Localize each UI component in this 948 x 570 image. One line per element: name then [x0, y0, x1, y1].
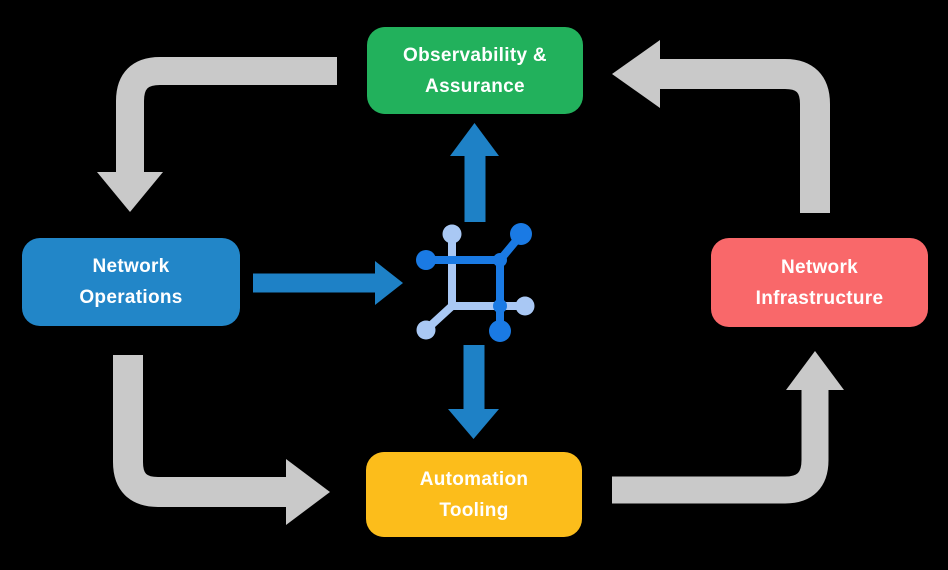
network-fabric-icon [416, 223, 535, 342]
node-label-observability-assurance: Observability & Assurance [403, 44, 547, 97]
arrow-head [450, 123, 499, 156]
icon-dark-node-left [416, 250, 436, 270]
arrow-head [786, 351, 844, 390]
arrow-automation-to-infrastructure [612, 351, 844, 504]
icon-dark-node-top-right [510, 223, 532, 245]
node-automation-tooling: Automation Tooling [366, 452, 582, 537]
arrow-operations-to-automation [113, 355, 330, 525]
arrow-infrastructure-to-observability [612, 40, 830, 213]
arrow-shaft [113, 355, 286, 507]
node-network-infrastructure: Network Infrastructure [711, 238, 928, 327]
icon-light-node-bottom-left [416, 320, 436, 340]
arrow-head [375, 261, 403, 305]
arrow-head [612, 40, 660, 108]
icon-light-node-top [442, 224, 462, 244]
arrow-observability-to-operations [97, 57, 337, 212]
node-label-automation-tooling: Automation Tooling [419, 468, 529, 521]
icon-dark-node-bottom [489, 320, 511, 342]
arrow-shaft [116, 57, 337, 174]
node-network-operations: Network Operations [22, 238, 240, 326]
arrow-operations-to-center [253, 261, 403, 305]
node-observability-assurance: Observability & Assurance [367, 27, 583, 114]
node-label-network-infrastructure: Network Infrastructure [755, 256, 884, 309]
icon-light-node-right [515, 296, 535, 316]
arrow-head [286, 459, 330, 525]
icon-dark-joint-bottom-right-corner [493, 299, 507, 313]
icon-dark-joint-top-right-corner [493, 253, 507, 267]
arrow-shaft [660, 59, 830, 213]
arrow-head [448, 409, 499, 439]
node-label-network-operations: Network Operations [79, 256, 183, 308]
arrow-shaft [612, 390, 829, 504]
arrow-center-to-observability [450, 123, 499, 222]
arrow-head [97, 172, 163, 212]
arrow-center-to-automation [448, 345, 499, 439]
